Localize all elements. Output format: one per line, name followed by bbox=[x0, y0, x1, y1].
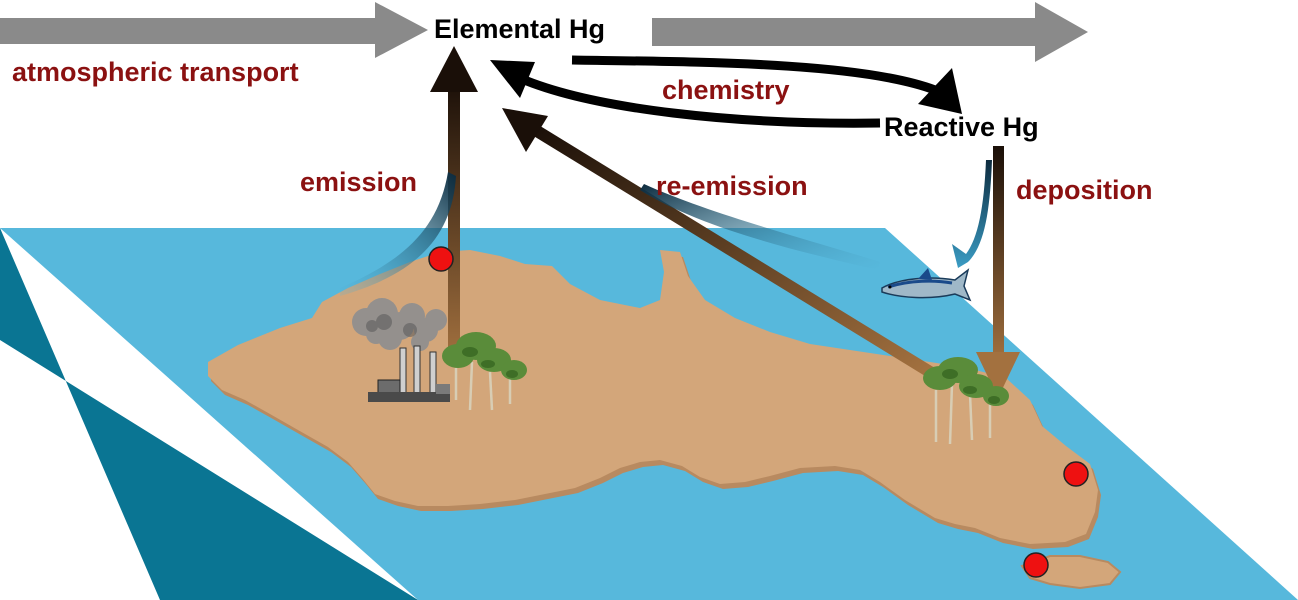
re-emission-label: re-emission bbox=[656, 171, 808, 201]
ocean-side bbox=[0, 228, 418, 600]
deposition-arrowhead bbox=[976, 352, 1020, 398]
re-emission-arrow-shaft bbox=[528, 122, 934, 378]
chemistry-arrowhead-oxidation bbox=[918, 68, 962, 114]
emission-label: emission bbox=[300, 167, 417, 197]
re-emission-arrowhead bbox=[502, 108, 548, 152]
chemistry-arrowhead-reduction bbox=[490, 60, 535, 98]
chemistry-arrow-oxidation bbox=[571, 55, 937, 95]
deposition-swoosh bbox=[952, 160, 992, 268]
site-dot-south bbox=[1023, 552, 1049, 578]
site-dot-east bbox=[1063, 461, 1089, 487]
site-dot-north bbox=[428, 246, 454, 272]
fish-icon bbox=[881, 268, 972, 302]
atmospheric-transport-label: atmospheric transport bbox=[12, 57, 299, 87]
trees-east-icon bbox=[923, 357, 1009, 445]
deposition-label: deposition bbox=[1016, 175, 1153, 205]
reactive-hg-label: Reactive Hg bbox=[884, 112, 1039, 142]
atmospheric-transport-arrow-left bbox=[0, 2, 428, 58]
re-emission-swoosh bbox=[640, 184, 880, 270]
atmospheric-transport-arrow-right bbox=[652, 2, 1088, 62]
trees-west-icon bbox=[442, 332, 527, 411]
elemental-hg-label: Elemental Hg bbox=[434, 14, 605, 44]
chemistry-arrow-reduction bbox=[513, 71, 881, 128]
emission-arrow-shaft bbox=[448, 80, 460, 362]
emission-swoosh bbox=[340, 172, 456, 296]
chemistry-label: chemistry bbox=[662, 75, 790, 105]
emission-arrowhead bbox=[430, 46, 478, 92]
power-plant-icon bbox=[352, 298, 450, 402]
deposition-arrow-shaft bbox=[993, 146, 1004, 364]
